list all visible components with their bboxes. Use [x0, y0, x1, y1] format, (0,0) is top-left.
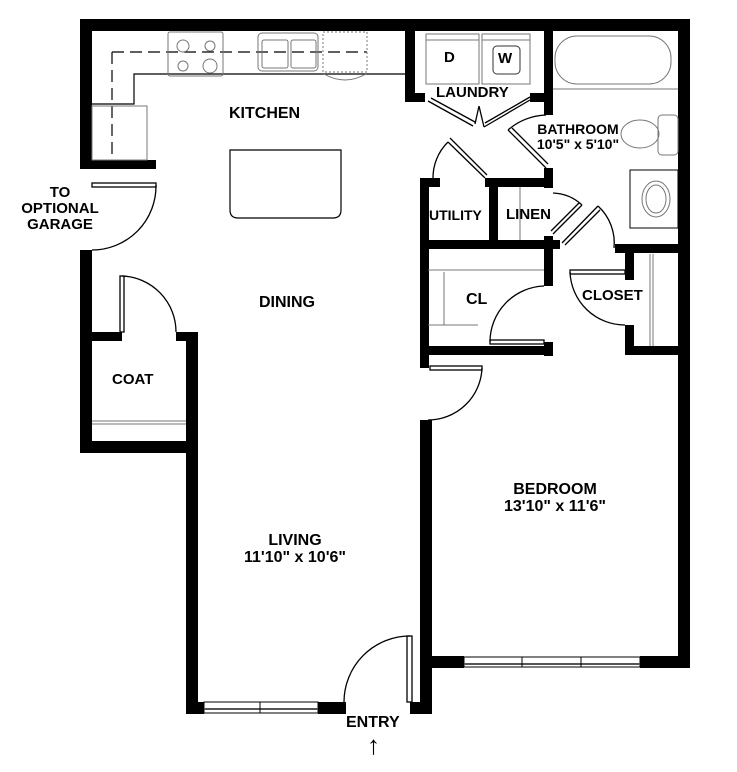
laundry-appliances [425, 33, 531, 85]
room-label-kitchen: KITCHEN [229, 105, 301, 122]
doors [91, 96, 626, 703]
room-label-bathroom: BATHROOM 10'5" x 5'10" [528, 122, 628, 151]
living-name: LIVING [268, 532, 322, 549]
garage-label-line-3: GARAGE [27, 215, 93, 233]
living-dimensions: 11'10" x 10'6" [244, 548, 346, 566]
room-label-dining: DINING [259, 294, 315, 311]
room-label-closet: CLOSET [582, 287, 643, 304]
room-label-living: LIVING 11'10" x 10'6" [230, 532, 360, 567]
walls [80, 19, 690, 714]
room-label-utility: UTILITY [429, 207, 482, 223]
bathroom-fixtures [92, 35, 679, 425]
room-label-bedroom: BEDROOM 13'10" x 11'6" [480, 481, 630, 516]
room-label-coat: COAT [112, 371, 154, 388]
kitchen-fixtures [91, 31, 405, 219]
bedroom-dimensions: 13'10" x 11'6" [504, 497, 606, 515]
bathroom-name: BATHROOM [537, 121, 619, 137]
washer-label: W [498, 50, 513, 67]
garage-label: TO OPTIONAL GARAGE [10, 185, 110, 232]
room-label-cl: CL [466, 291, 488, 308]
entry-label: ENTRY [346, 714, 400, 731]
entry-arrow-icon: ↑ [367, 730, 380, 760]
room-label-linen: LINEN [506, 206, 551, 223]
dryer-label: D [444, 49, 455, 66]
windows [203, 656, 641, 714]
bedroom-name: BEDROOM [513, 481, 597, 498]
room-label-laundry: LAUNDRY [436, 84, 509, 101]
bathroom-dimensions: 10'5" x 5'10" [536, 135, 620, 152]
garage-label-line-2: OPTIONAL [21, 199, 99, 217]
garage-label-line-1: TO [49, 184, 71, 201]
